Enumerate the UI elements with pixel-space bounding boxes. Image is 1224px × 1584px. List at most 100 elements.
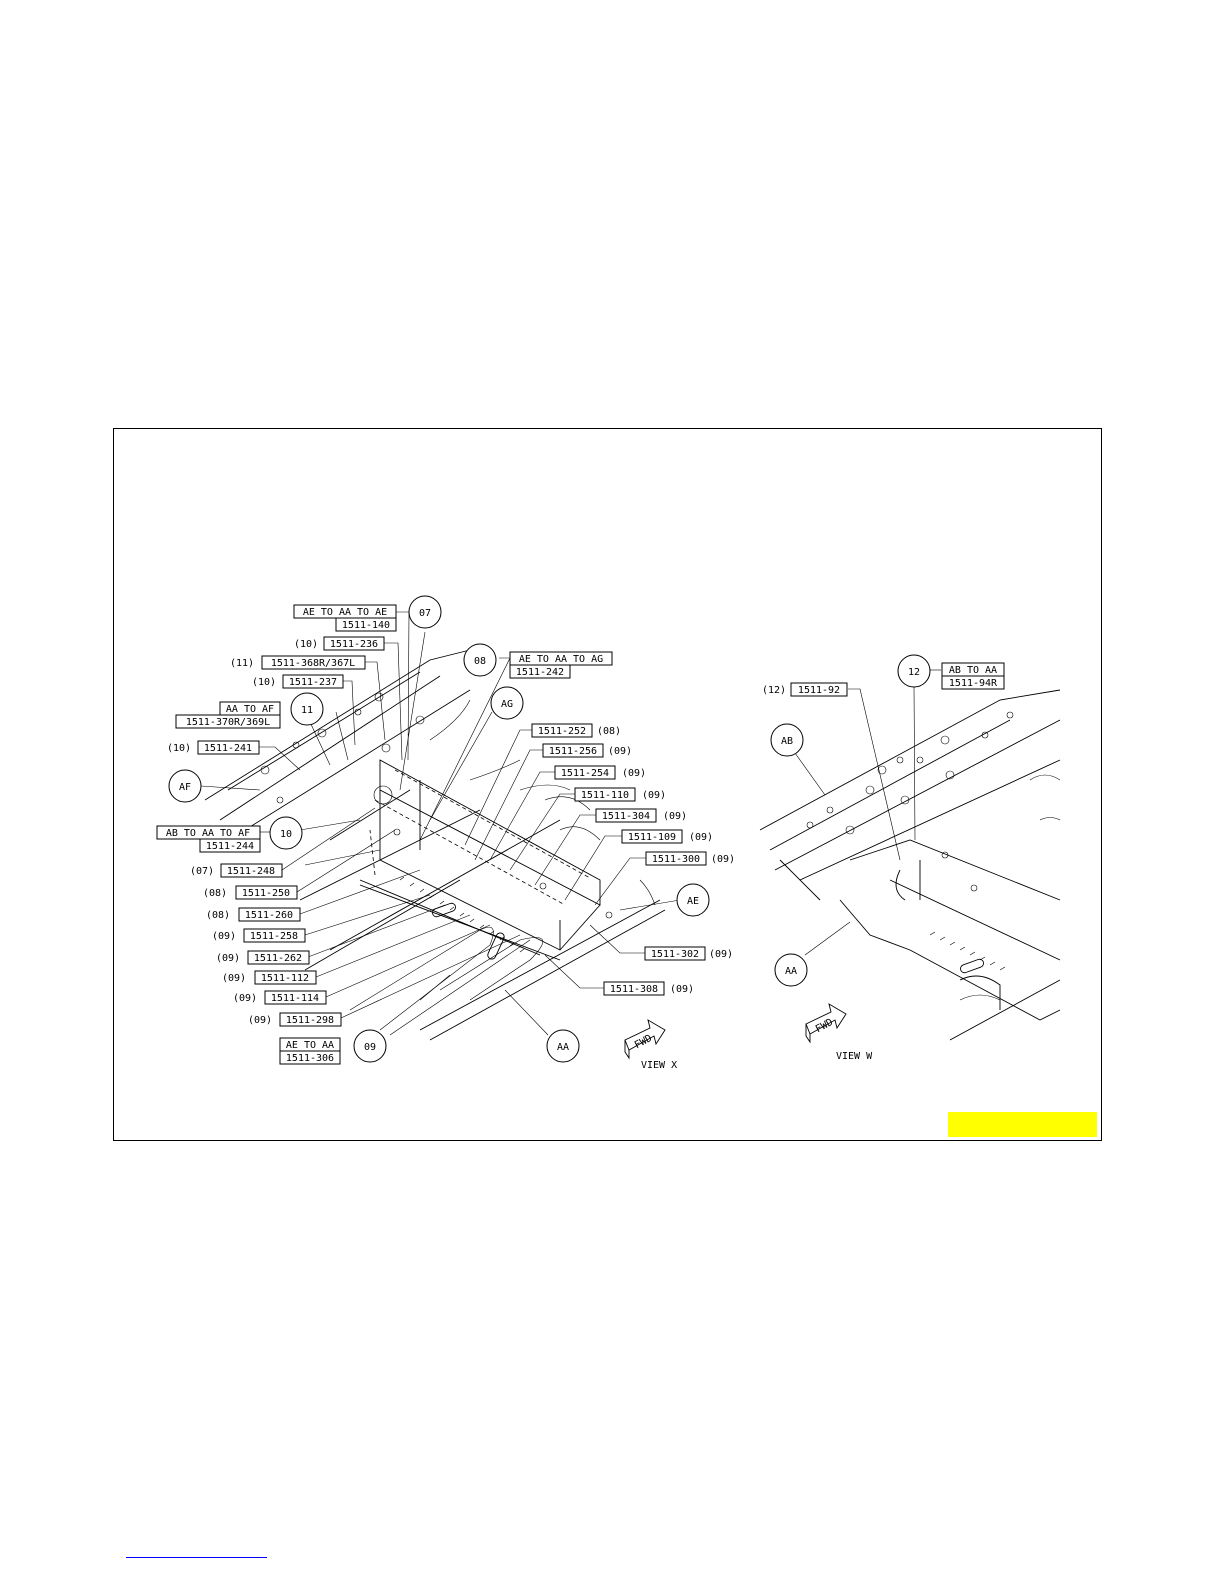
part-label-1511-92: (12) 1511-92 <box>762 682 848 697</box>
callout-09-box: AE TO AA 1511-306 <box>279 1037 341 1065</box>
svg-text:1511-368R/367L: 1511-368R/367L <box>271 658 355 669</box>
svg-text:1511-252: 1511-252 <box>538 726 586 737</box>
part-label-1511-236: (10) 1511-236 <box>294 636 385 651</box>
svg-text:(09): (09) <box>212 931 236 942</box>
part-label-1511-114: (09) 1511-114 <box>233 990 327 1005</box>
svg-text:1511-260: 1511-260 <box>245 910 293 921</box>
part-label-1511-368r: (11) 1511-368R/367L <box>230 655 366 670</box>
callout-circle-09: 09 <box>353 1029 387 1063</box>
svg-text:1511-244: 1511-244 <box>206 841 254 852</box>
svg-text:(09): (09) <box>670 984 694 995</box>
part-label-1511-302: 1511-302 (09) <box>644 946 733 961</box>
callout-08-box: AE TO AA TO AG 1511-242 <box>509 651 613 679</box>
svg-text:AB: AB <box>781 736 793 747</box>
material-circle-ab: AB <box>770 723 804 757</box>
svg-text:1511-110: 1511-110 <box>581 790 629 801</box>
view-x-part-labels-left: (10)1511-236 (11)1511-368R/367L (10)1511… <box>167 636 385 1027</box>
part-label-1511-256: 1511-256 (09) <box>542 743 632 758</box>
view-x-callouts: AE TO AA TO AE 1511-140 AE TO AA TO AG 1… <box>156 604 613 1065</box>
part-label-1511-254: 1511-254(09) <box>554 765 646 780</box>
svg-text:1511-298: 1511-298 <box>286 1015 334 1026</box>
svg-text:1511-114: 1511-114 <box>271 993 319 1004</box>
svg-text:(08): (08) <box>206 910 230 921</box>
svg-text:1511-370R/369L: 1511-370R/369L <box>186 717 270 728</box>
svg-text:1511-308: 1511-308 <box>610 984 658 995</box>
svg-text:(09): (09) <box>222 973 246 984</box>
callout-circle-10: 10 <box>269 816 303 850</box>
svg-text:AA: AA <box>557 1042 569 1053</box>
svg-text:(09): (09) <box>608 746 632 757</box>
part-label-1511-300: 1511-300 (09) <box>645 851 735 866</box>
material-circle-aa-w: AA <box>774 953 808 987</box>
highlight-box <box>948 1112 1097 1137</box>
svg-text:AG: AG <box>501 699 513 710</box>
svg-text:1511-237: 1511-237 <box>289 677 337 688</box>
svg-text:(11): (11) <box>230 658 254 669</box>
svg-text:(09): (09) <box>663 811 687 822</box>
part-label-1511-241: (10)1511-241 <box>167 740 260 755</box>
view-x-structure <box>204 649 666 1041</box>
svg-text:FWD: FWD <box>633 1033 654 1051</box>
svg-text:AE TO AA TO AE: AE TO AA TO AE <box>303 607 387 618</box>
view-w-fwd-arrow: FWD <box>805 1003 847 1044</box>
svg-text:1511-256: 1511-256 <box>549 746 597 757</box>
svg-text:AA TO AF: AA TO AF <box>226 704 274 715</box>
svg-text:(09): (09) <box>233 993 257 1004</box>
part-label-1511-304: 1511-304 (09) <box>595 808 687 823</box>
callout-circle-12: 12 <box>897 654 931 688</box>
part-label-1511-109: 1511-109 (09) <box>621 829 713 844</box>
svg-text:1511-254: 1511-254 <box>561 768 609 779</box>
svg-text:(10): (10) <box>167 743 191 754</box>
material-circle-aa: AA <box>546 1029 580 1063</box>
svg-text:1511-248: 1511-248 <box>227 866 275 877</box>
callout-07-box: AE TO AA TO AE 1511-140 <box>293 604 397 632</box>
part-label-1511-262: (09)1511-262 <box>216 950 310 965</box>
svg-text:1511-304: 1511-304 <box>602 811 650 822</box>
svg-text:07: 07 <box>419 608 431 619</box>
svg-text:FWD: FWD <box>814 1017 835 1035</box>
view-x-leaders <box>200 611 681 1036</box>
svg-text:(08): (08) <box>597 726 621 737</box>
svg-text:(09): (09) <box>689 832 713 843</box>
svg-text:1511-92: 1511-92 <box>798 685 840 696</box>
part-label-1511-110: 1511-110(09) <box>574 787 666 802</box>
svg-text:12: 12 <box>908 667 920 678</box>
callout-circle-11: 11 <box>290 692 324 726</box>
diagram-frame <box>113 428 1102 1141</box>
svg-text:11: 11 <box>301 705 313 716</box>
svg-text:AE TO AA: AE TO AA <box>286 1040 334 1051</box>
svg-text:1511-258: 1511-258 <box>250 931 298 942</box>
svg-text:(10): (10) <box>294 639 318 650</box>
part-label-1511-237: (10) 1511-237 <box>252 674 344 689</box>
svg-text:1511-262: 1511-262 <box>254 953 302 964</box>
callout-12-box: AB TO AA 1511-94R <box>941 662 1005 690</box>
svg-text:(09): (09) <box>711 854 735 865</box>
svg-text:1511-140: 1511-140 <box>342 620 390 631</box>
view-x-circles: 07 08 11 10 09 AG AF AE AA <box>168 595 710 1063</box>
svg-text:AE TO AA TO AG: AE TO AA TO AG <box>519 654 603 665</box>
svg-text:1511-242: 1511-242 <box>516 667 564 678</box>
svg-text:(10): (10) <box>252 677 276 688</box>
svg-text:(09): (09) <box>709 949 733 960</box>
svg-text:1511-302: 1511-302 <box>651 949 699 960</box>
part-label-1511-112: (09)1511-112 <box>222 970 317 985</box>
part-label-1511-250: (08)1511-250 <box>203 885 298 900</box>
part-label-1511-248: (07)1511-248 <box>190 863 283 878</box>
view-x-title: VIEW X <box>641 1060 677 1071</box>
svg-text:1511-250: 1511-250 <box>242 888 290 899</box>
part-label-1511-258: (09) 1511-258 <box>212 928 306 943</box>
material-circle-af: AF <box>168 769 202 803</box>
svg-text:1511-300: 1511-300 <box>652 854 700 865</box>
view-w-callouts: AB TO AA 1511-94R (12) 1511-92 <box>762 662 1005 697</box>
svg-text:AB TO AA TO AF: AB TO AA TO AF <box>166 828 250 839</box>
material-circle-ag: AG <box>490 686 524 720</box>
svg-text:AA: AA <box>785 966 797 977</box>
svg-text:1511-109: 1511-109 <box>628 832 676 843</box>
svg-text:1511-236: 1511-236 <box>330 639 378 650</box>
part-label-1511-260: (08) 1511-260 <box>206 907 301 922</box>
svg-text:09: 09 <box>364 1042 376 1053</box>
view-w-circles: 12 AB AA <box>770 654 931 987</box>
svg-text:(09): (09) <box>248 1015 272 1026</box>
svg-text:AF: AF <box>179 782 191 793</box>
